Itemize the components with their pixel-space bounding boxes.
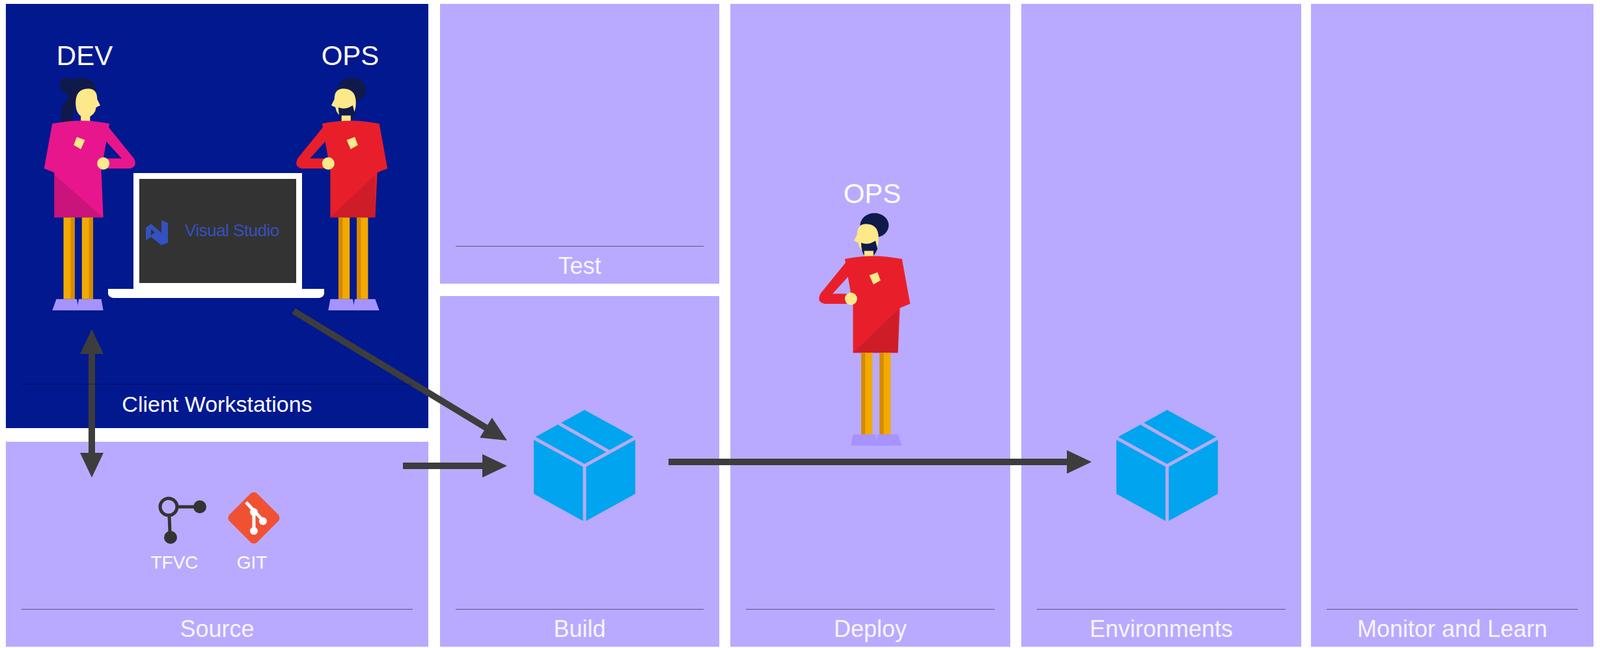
arrowhead — [80, 329, 104, 355]
label-holder: TFVC — [150, 551, 198, 575]
operations-figure — [818, 213, 911, 446]
stage-panel: Test — [440, 3, 720, 284]
flow-connector — [80, 329, 104, 478]
arrowhead — [482, 454, 508, 478]
tfvc-icon — [160, 498, 178, 516]
flow-connector — [293, 311, 508, 441]
git-icon — [259, 517, 267, 526]
tfvc-icon — [160, 498, 207, 545]
git-icon — [226, 490, 282, 547]
package-cube — [533, 410, 636, 523]
visual-studio-logo — [145, 220, 168, 246]
label-holder: DEV — [56, 39, 113, 73]
role-label: OPS — [321, 39, 380, 73]
stage-title: Source — [21, 609, 413, 644]
developer-figure — [44, 78, 136, 311]
tool-label: GIT — [236, 551, 268, 575]
flow-arrow — [293, 311, 493, 432]
role-label: DEV — [56, 39, 113, 73]
laptop-screen: Visual Studio — [133, 173, 303, 290]
tool-label: TFVC — [150, 551, 198, 575]
stage-panel: Environments — [1021, 3, 1302, 648]
flow-connector — [668, 450, 1092, 474]
operations-figure — [818, 213, 911, 446]
label-holder: OPS — [843, 177, 902, 211]
stage-title: Test — [455, 246, 704, 280]
stage-panel: Deploy — [730, 3, 1011, 648]
stage-title: Environments — [1036, 609, 1286, 644]
tfvc-icon — [164, 531, 178, 545]
package-cube — [533, 423, 636, 523]
label-holder: OPS — [321, 39, 380, 73]
flow-arrow — [88, 346, 96, 461]
visual-studio-logo — [145, 220, 168, 246]
package-cube — [533, 410, 636, 523]
arrowhead — [80, 453, 104, 478]
flow-arrow — [402, 462, 490, 470]
stage-panel: Monitor and Learn — [1310, 3, 1594, 648]
stage-title: Deploy — [745, 609, 995, 644]
operations-figure — [296, 78, 388, 311]
package-cube — [1116, 410, 1218, 523]
stage-panel: Source — [5, 441, 429, 648]
package-cube — [1116, 410, 1218, 523]
laptop-base — [108, 289, 325, 299]
label-holder: GIT — [236, 551, 268, 575]
flow-connector — [402, 454, 508, 478]
laptop-base — [108, 289, 325, 299]
developer-figure — [44, 78, 136, 311]
package-cube — [1116, 423, 1218, 523]
arrowhead — [1066, 450, 1092, 474]
tfvc-icon — [193, 500, 207, 514]
operations-figure — [296, 78, 388, 311]
git-icon — [246, 502, 263, 533]
arrowhead — [479, 417, 508, 441]
flow-arrow — [668, 458, 1075, 466]
tfvc-icon — [177, 505, 196, 510]
role-label: OPS — [843, 177, 902, 211]
tfvc-icon — [169, 515, 170, 533]
product-name: Visual Studio — [184, 220, 280, 241]
git-icon — [249, 527, 258, 536]
git-icon — [226, 490, 282, 547]
stage-panel: Build — [440, 296, 720, 648]
stage-title: Client Workstations — [21, 384, 413, 418]
stage-title: Monitor and Learn — [1326, 609, 1578, 644]
git-icon — [249, 508, 258, 517]
stage-title: Build — [455, 609, 704, 644]
